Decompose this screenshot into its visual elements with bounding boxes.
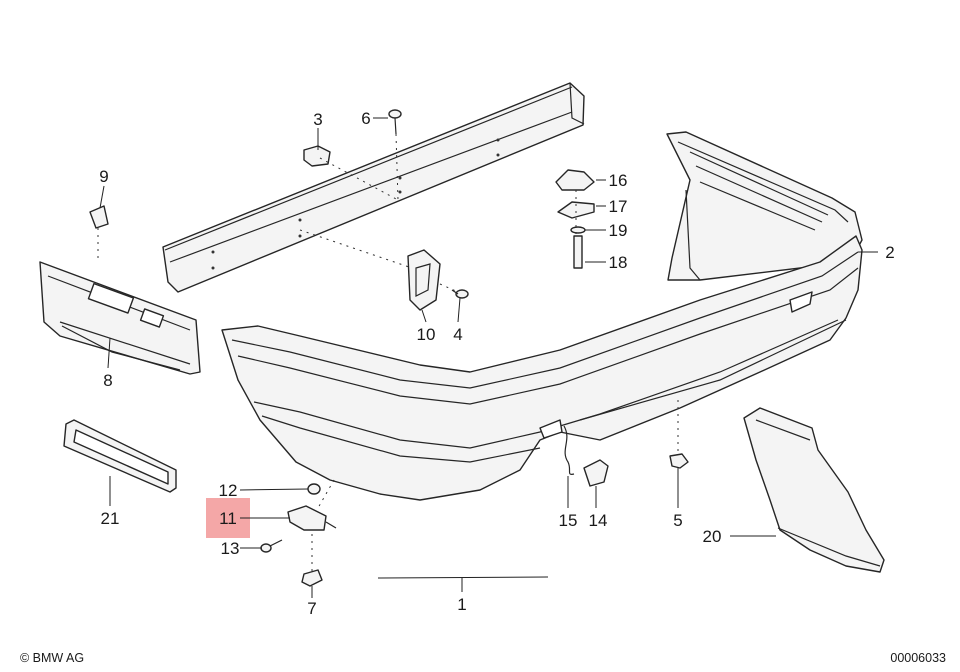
callout-8: 8	[103, 371, 112, 390]
gasket-part-21[interactable]	[63, 419, 177, 493]
callout-18: 18	[609, 253, 628, 272]
drawing-number: 00006033	[890, 651, 946, 665]
bracket-part-10[interactable]	[407, 249, 441, 311]
assembly-line	[319, 157, 399, 201]
washer-part-19[interactable]	[570, 226, 586, 234]
assembly-line	[317, 479, 335, 509]
callout-4: 4	[453, 325, 462, 344]
cable-part-15[interactable]	[563, 425, 575, 475]
bumper-cover[interactable]	[221, 131, 863, 501]
holder-part-17[interactable]	[557, 201, 595, 219]
leader-line	[99, 185, 105, 209]
bumper-support-bar[interactable]	[162, 82, 585, 293]
expanding-rivet-part-5[interactable]	[669, 453, 689, 469]
leader-line	[377, 576, 549, 579]
callout-12: 12	[219, 481, 238, 500]
copyright-text: © BMW AG	[20, 651, 84, 665]
bracket-part-16[interactable]	[555, 169, 595, 191]
callout-2: 2	[885, 243, 894, 262]
callout-11: 11	[219, 509, 237, 528]
callout-13: 13	[221, 539, 240, 558]
callout-21: 21	[101, 509, 120, 528]
leader-line	[239, 488, 309, 491]
callout-15: 15	[559, 511, 578, 530]
screw-part-4[interactable]	[451, 289, 469, 299]
clip-part-9[interactable]	[89, 205, 109, 229]
callout-6: 6	[361, 109, 370, 128]
callout-5: 5	[673, 511, 682, 530]
leader-line	[421, 309, 427, 323]
leader-line	[457, 297, 461, 323]
rivet-part-7[interactable]	[301, 569, 323, 587]
license-plate-base-part-8[interactable]	[39, 261, 201, 375]
callout-9: 9	[99, 167, 108, 186]
callout-7: 7	[307, 599, 316, 618]
side-panel-part-20[interactable]	[743, 407, 885, 573]
callout-10: 10	[417, 325, 436, 344]
nut-part-3[interactable]	[303, 145, 331, 167]
callout-3: 3	[313, 110, 322, 129]
plug-part-12[interactable]	[307, 483, 321, 495]
screw-part-13[interactable]	[260, 539, 283, 553]
assembly-line	[439, 283, 459, 293]
callout-16: 16	[609, 171, 628, 190]
callout-1: 1	[457, 595, 466, 614]
assembly-line	[299, 229, 413, 269]
callout-17: 17	[609, 197, 628, 216]
callout-14: 14	[589, 511, 608, 530]
cover-part-14[interactable]	[583, 459, 609, 487]
bracket-part-11[interactable]	[287, 505, 337, 531]
callout-19: 19	[609, 221, 628, 240]
bolt-part-18[interactable]	[573, 235, 583, 269]
callout-20: 20	[703, 527, 722, 546]
screw-part-6[interactable]	[388, 109, 402, 135]
leader-line	[107, 337, 111, 369]
